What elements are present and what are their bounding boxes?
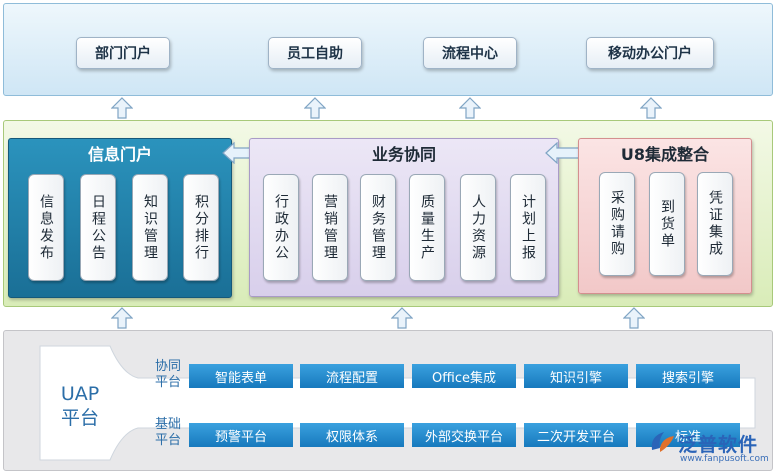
info-item-label: 信息发布	[38, 193, 54, 262]
business-collab-panel: 业务协同	[249, 138, 559, 297]
info-item-card[interactable]: 信息发布	[28, 174, 64, 281]
portal-mobile-office[interactable]: 移动办公门户	[586, 37, 714, 69]
u8-item-card[interactable]: 凭证集成	[697, 172, 733, 276]
module-external-exchange[interactable]: 外部交换平台	[412, 423, 516, 447]
info-item-label: 日程公告	[90, 193, 106, 262]
business-item-card[interactable]: 计划上报	[510, 174, 546, 281]
base-label-line1: 基础	[154, 417, 181, 432]
business-item-card[interactable]: 营销管理	[312, 174, 348, 281]
module-alert-platform[interactable]: 预警平台	[189, 423, 293, 447]
business-item-card[interactable]: 行政办公	[263, 174, 299, 281]
business-item-label: 行政办公	[273, 193, 289, 262]
module-standard[interactable]: 标准	[636, 423, 740, 447]
business-item-label: 营销管理	[322, 193, 338, 262]
business-item-label: 人力资源	[470, 193, 486, 262]
u8-item-card[interactable]: 采购请购	[599, 172, 635, 276]
uap-line1: UAP	[60, 383, 100, 405]
base-platform-label: 基础 平台	[148, 417, 188, 449]
business-item-card[interactable]: 财务管理	[360, 174, 396, 281]
info-item-label: 知识管理	[142, 193, 158, 262]
watermark-brand: 泛普软件	[678, 434, 759, 456]
u8-item-label: 凭证集成	[707, 190, 723, 258]
up-arrow-icon	[640, 97, 662, 119]
module-knowledge-engine[interactable]: 知识引擎	[524, 364, 628, 388]
module-office-integration[interactable]: Office集成	[412, 364, 516, 388]
business-item-label: 质量生产	[419, 193, 435, 262]
uap-line2: 平台	[60, 407, 99, 429]
collab-label-line1: 协同	[154, 359, 181, 374]
collab-label-line2: 平台	[154, 375, 181, 390]
portal-dept[interactable]: 部门门户	[76, 37, 170, 69]
up-arrow-icon	[623, 307, 645, 329]
info-item-card[interactable]: 日程公告	[80, 174, 116, 281]
u8-item-card[interactable]: 到货单	[649, 172, 685, 276]
module-search-engine[interactable]: 搜索引擎	[636, 364, 740, 388]
info-item-card[interactable]: 积分排行	[183, 174, 219, 281]
module-permission-system[interactable]: 权限体系	[300, 423, 404, 447]
uap-platform-label: UAP 平台	[52, 382, 108, 430]
info-item-label: 积分排行	[193, 193, 209, 262]
u8-item-label: 到货单	[659, 198, 675, 250]
business-collab-title: 业务协同	[371, 145, 436, 164]
info-item-card[interactable]: 知识管理	[132, 174, 168, 281]
module-process-config[interactable]: 流程配置	[300, 364, 404, 388]
module-smart-form[interactable]: 智能表单	[189, 364, 293, 388]
up-arrow-icon	[304, 97, 326, 119]
portal-process-center[interactable]: 流程中心	[423, 37, 517, 69]
up-arrow-icon	[111, 307, 133, 329]
business-item-card[interactable]: 人力资源	[460, 174, 496, 281]
u8-integration-title: U8集成整合	[620, 145, 710, 164]
watermark-url: www.fanpusoft.com	[680, 454, 769, 464]
collab-platform-label: 协同 平台	[148, 359, 188, 391]
business-item-label: 财务管理	[370, 193, 386, 262]
fanpu-logo-icon	[651, 432, 674, 452]
portal-employee-self-service[interactable]: 员工自助	[268, 37, 362, 69]
platform-frame	[39, 345, 756, 461]
up-arrow-icon	[391, 307, 413, 329]
up-arrow-icon	[459, 97, 481, 119]
base-label-line2: 平台	[154, 433, 181, 448]
u8-item-label: 采购请购	[609, 190, 625, 258]
business-item-card[interactable]: 质量生产	[409, 174, 445, 281]
up-arrow-icon	[111, 97, 133, 119]
business-item-label: 计划上报	[520, 193, 536, 262]
info-portal-title: 信息门户	[87, 145, 152, 164]
module-secondary-dev[interactable]: 二次开发平台	[524, 423, 628, 447]
